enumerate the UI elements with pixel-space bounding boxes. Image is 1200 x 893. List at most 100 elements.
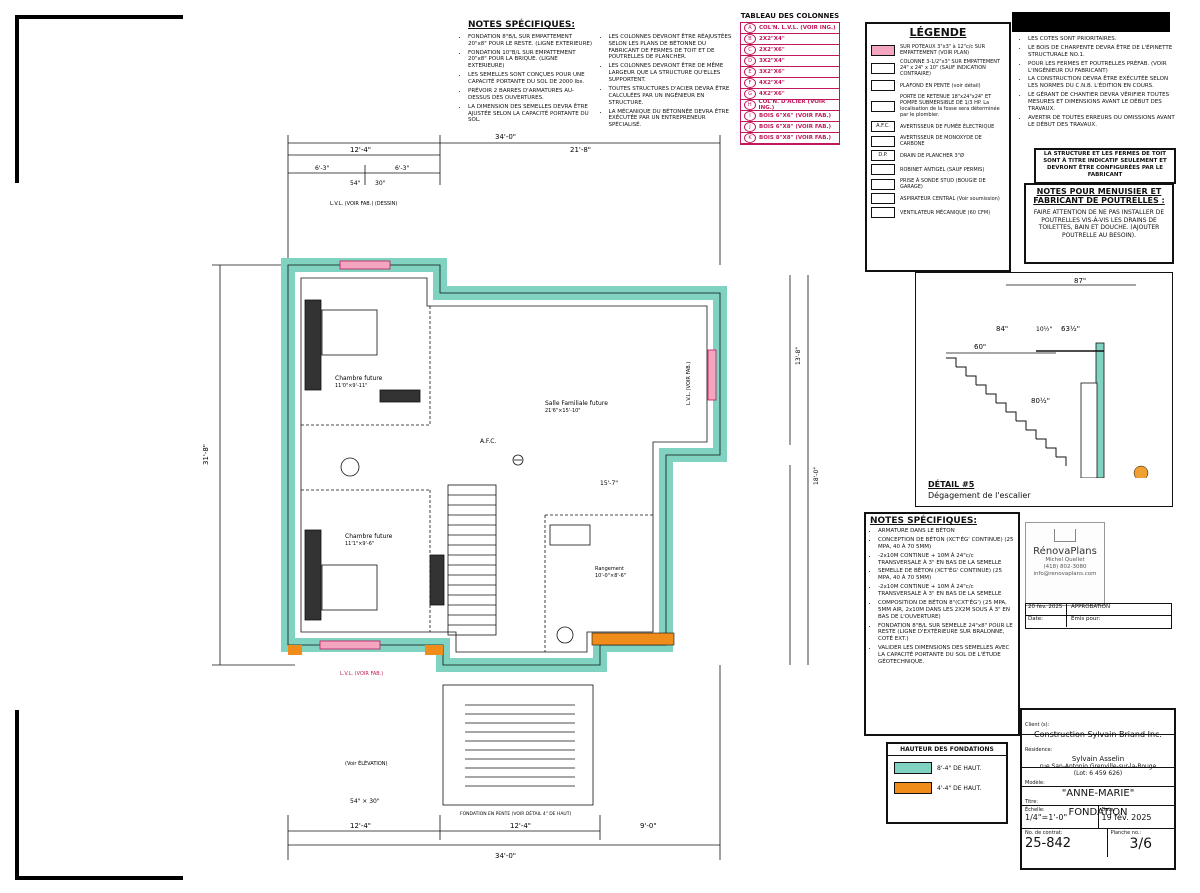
note-item: FONDATION 10"B/L SUR EMPATTEMENT 20"x8" …: [468, 50, 593, 71]
frame-corner-tl-h: [15, 15, 183, 19]
legend-symbol: [871, 164, 895, 175]
notes-top-col1: FONDATION 8"B/L SUR EMPATTEMENT 20"x8" P…: [458, 34, 593, 131]
tb-date: 19 fév. 2025: [1101, 813, 1152, 822]
tableau-colonnes-title: TABLEAU DES COLONNES: [740, 12, 840, 20]
column-spec: BOIS 6"X6" (VOIR FAB.): [759, 113, 832, 120]
dim-right2: 18'-0": [813, 467, 820, 485]
tb-contract: 25-842: [1025, 836, 1072, 851]
legend-text: VENTILATEUR MÉCANIQUE (60 CFM): [900, 209, 991, 216]
note-item: CONCEPTION DE BÉTON (XCT'ÉG' CONTINUE) (…: [878, 537, 1014, 551]
room2-dim: 21'6"×15'-10": [545, 408, 581, 414]
title-block: Client (s): Construction Sylvain Briand …: [1020, 708, 1176, 870]
column-spec: BOIS 6"X8" (VOIR FAB.): [759, 124, 832, 131]
note-item: -2x10M CONTINUE + 10M À 24"c/c TRANSVERS…: [878, 584, 1014, 598]
legend-symbol: [871, 178, 895, 190]
legend-row: VENTILATEUR MÉCANIQUE (60 CFM): [871, 207, 1005, 218]
legend-row: COLONNE 3-1/2"x3" SUR EMPATTEMENT 24" x …: [871, 59, 1005, 77]
window-left-w: 54": [350, 180, 361, 187]
general-note-item: LA CONSTRUCTION DEVRA ÊTRE EXÉCUTÉE SELO…: [1028, 76, 1178, 90]
frame-corner-bl-h: [15, 876, 183, 880]
legend-symbol: A.F.C.: [871, 121, 895, 132]
dim-top-right: 21'-8": [570, 146, 591, 154]
column-spec: BOIS 8"X8" (VOIR FAB.): [759, 135, 832, 142]
dim-overall-bottom: 34'-0": [495, 852, 516, 860]
note-item: SEMELLE DE BÉTON (XCT'ÉG' CONTINUE) (25 …: [878, 568, 1014, 582]
tb-site-lbl: Résidence:: [1025, 747, 1053, 753]
legend-text: PLAFOND EN PENTE (voir détail): [900, 82, 981, 89]
floor-plan: 34'-0" 12'-4" 21'-8" 6'-3" 6'-3" 54" 30"…: [202, 133, 820, 860]
dim-left: 31'-8": [202, 444, 210, 465]
tb-model-lbl: Modèle:: [1025, 780, 1045, 786]
tb-page-lbl: Planche no.:: [1110, 830, 1142, 836]
revision-date: 20 fév. 2025: [1026, 604, 1067, 615]
column-spec: COL'N. L.V.L. (VOIR ING.): [759, 25, 836, 32]
poutre-label: (Voir ÉLÉVATION): [345, 759, 388, 767]
legend-row: PRISE À SONDE STUD (BOUGIE DE GARAGE): [871, 178, 1005, 190]
dim-top-sub2: 6'-3": [395, 165, 409, 172]
general-note-item: LE GÉRANT DE CHANTIER DEVRA VÉRIFIER TOU…: [1028, 92, 1178, 113]
detail-dim-63: 63½": [1061, 325, 1080, 333]
legend-row: PLAFOND EN PENTE (voir détail): [871, 80, 1005, 91]
stair-step: [1036, 438, 1047, 448]
room4-dim: 10'-0"×8'-6": [595, 573, 626, 579]
general-note-item: LES COTES SONT PRIORITAIRES.: [1028, 36, 1178, 43]
general-note-item: LE BOIS DE CHARPENTE DEVRA ÊTRE DE L'ÉPI…: [1028, 45, 1178, 59]
hauteur-fondations: HAUTEUR DES FONDATIONS 8'-4" DE HAUT.4'-…: [886, 742, 1008, 824]
column-id: B: [744, 34, 756, 45]
legend-symbol: [871, 207, 895, 218]
column-id: E: [744, 67, 756, 78]
dim-bottom-right: 9'-0": [640, 822, 657, 830]
note-item: COMPOSITION DE BÉTON 8"(CXT'ÉG') (25 MPA…: [878, 600, 1014, 621]
note-item: LA DIMENSION DES SEMELLES DEVRA ÊTRE AJU…: [468, 104, 593, 125]
hauteur-row: 8'-4" DE HAUT.: [894, 762, 1000, 774]
column-spec: 4X2"X4": [759, 80, 785, 87]
notes-specifiques-bottom: NOTES SPÉCIFIQUES: ARMATURE DANS LE BÉTO…: [864, 512, 1020, 736]
hauteur-swatch: [894, 762, 932, 774]
structure-note: LA STRUCTURE ET LES FERMES DE TOIT SONT …: [1034, 148, 1176, 184]
hauteur-title: HAUTEUR DES FONDATIONS: [888, 744, 1006, 756]
detail-dim-84: 84": [996, 325, 1008, 333]
column-spec: 3X2"X4": [759, 58, 785, 65]
detail-title: DÉTAIL #5: [928, 480, 975, 489]
lvl-top: L.V.L. (VOIR FAB.) (DESSIN): [330, 201, 397, 207]
legende-box: LÉGENDE SUR POTEAUX 3"x3" à 12"c/c SUR E…: [865, 22, 1011, 272]
legend-text: SUR POTEAUX 3"x3" à 12"c/c SUR EMPATTEME…: [900, 44, 986, 56]
column-id: J: [744, 122, 756, 133]
hauteur-swatch: [894, 782, 932, 794]
legend-symbol: [871, 135, 895, 147]
room1-label: Chambre future: [335, 375, 383, 382]
notes-top-col2: LES COLONNES DEVRONT ÊTRE RÉAJUSTÉES SEL…: [599, 34, 734, 131]
tb-model: "ANNE-MARIE": [1061, 788, 1135, 799]
stair-step: [1056, 456, 1067, 466]
frame-corner-tl-v: [15, 15, 19, 183]
revision-date-lbl: Date:: [1026, 616, 1067, 627]
legend-text: ASPIRATEUR CENTRAL (Voir soumission): [900, 195, 1000, 202]
stair-step: [946, 357, 957, 367]
stair-step: [1016, 420, 1027, 430]
notes-top-title: NOTES SPÉCIFIQUES:: [468, 20, 575, 30]
stair-step: [996, 402, 1007, 412]
dim-right1: 13'-8": [795, 347, 802, 365]
room4-label: Rangement: [595, 566, 624, 572]
legend-symbol: [871, 193, 895, 204]
column-id: C: [744, 45, 756, 56]
hauteur-label: 8'-4" DE HAUT.: [937, 764, 982, 772]
room3-label: Chambre future: [345, 533, 393, 540]
legend-row: ASPIRATEUR CENTRAL (Voir soumission): [871, 193, 1005, 204]
room3-dim: 11'1"×9'-6": [345, 541, 374, 547]
notes-specifiques-top: NOTES SPÉCIFIQUES: FONDATION 8"B/L SUR E…: [458, 20, 733, 140]
detail-dim-60: 60": [974, 343, 986, 351]
menuisier-note: NOTES POUR MENUISIER ET FABRICANT DE POU…: [1024, 183, 1174, 264]
legende-title: LÉGENDE: [909, 26, 967, 39]
stair-step: [966, 375, 977, 385]
legend-row: D.P.DRAIN DE PLANCHER 3"Ø: [871, 150, 1005, 161]
legend-symbol: D.P.: [871, 150, 895, 161]
column-id: G: [744, 89, 756, 100]
dim-top-left: 12'-4": [350, 146, 371, 154]
lvl-bottom: L.V.L. (VOIR FAB.): [340, 671, 383, 677]
